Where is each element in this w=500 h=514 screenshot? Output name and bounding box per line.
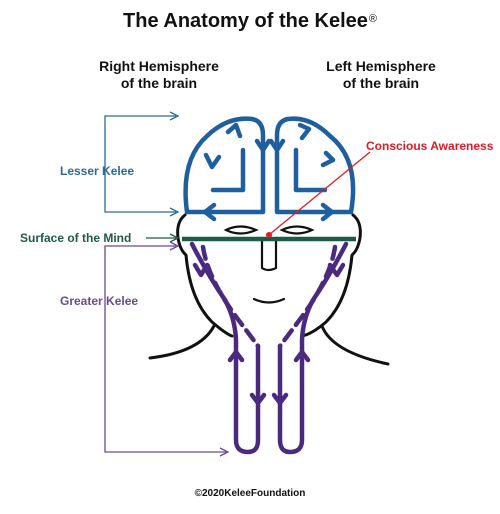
lesser-bracket-arrow-bottom [169,207,180,217]
lesser-kelee-bracket [104,115,176,213]
brain-left-inner-loop [293,147,328,193]
lesser-arrow [320,202,335,222]
brain-left-hemisphere [274,116,356,215]
lesser-arrow [254,138,272,153]
head-left-side [176,213,234,338]
conscious-awareness-label: Conscious Awareness [366,139,494,153]
lesser-arrow [297,122,312,141]
surface-of-mind-label: Surface of the Mind [20,231,132,245]
brain-right-hemisphere [183,116,266,215]
conscious-awareness-dot [266,232,272,238]
greater-arrow [327,262,346,278]
nose [260,236,278,272]
greater-kelee-bracket [104,245,226,453]
brackets [104,111,230,457]
conscious-awareness-pointer [269,151,371,235]
page-title: The Anatomy of the Kelee® [0,10,500,33]
surface-pointer-arrow [169,233,180,243]
greater-arrow [192,262,210,278]
mouth [252,297,286,304]
lesser-arrow [203,152,222,170]
brain-right-inner-loop [210,147,246,193]
lesser-arrow [268,138,286,153]
registered-mark: ® [368,13,377,25]
right-eye [279,225,315,235]
lesser-arrow [320,150,336,168]
left-eye [223,225,259,235]
title-text: The Anatomy of the Kelee [123,10,368,32]
greater-arrow [227,349,245,363]
greater-arrow [271,392,289,406]
lesser-arrow [225,122,243,139]
left-hemisphere-label: Left Hemisphere of the brain [326,58,436,91]
greater-right-inner [277,244,338,349]
lesser-kelee-label: Lesser Kelee [60,164,135,178]
greater-arrow [293,349,311,363]
copyright-notice: ©2020KeleeFoundation [194,488,306,499]
face-features [223,225,315,304]
greater-kelee-paths [189,241,349,455]
head-right-side [300,213,362,338]
head-outline [148,213,390,366]
lesser-arrow [202,202,217,222]
neck-right [320,324,390,366]
greater-kelee-label: Greater Kelee [60,294,139,308]
greater-bracket-arrow-top [169,241,180,251]
greater-left-inner [200,244,261,349]
neck-left [148,324,216,360]
greater-bracket-arrow-bottom [219,447,230,457]
lesser-bracket-arrow-top [169,111,180,121]
right-hemisphere-label: Right Hemisphere of the brain [99,58,219,91]
greater-arrow [249,392,267,406]
lesser-kelee-paths [183,116,356,222]
